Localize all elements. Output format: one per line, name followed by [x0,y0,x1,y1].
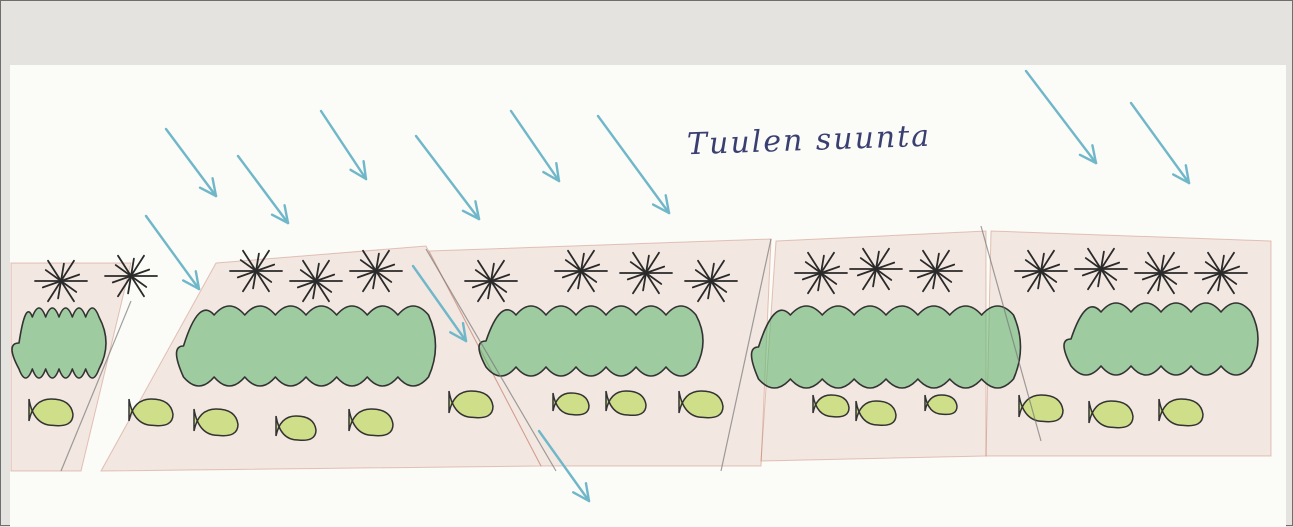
wind-arrow-icon [598,116,669,213]
wind-arrow-icon [238,156,288,223]
wind-arrow-icon [1131,103,1189,183]
wind-arrow-icon [321,111,366,179]
shrub-icon [752,306,1021,388]
shrub-icon [177,306,436,386]
wind-arrow-icon [1026,71,1096,163]
shrub-icon [1064,303,1258,375]
wind-arrow-icon [416,136,479,219]
paper-sheet [10,65,1286,527]
wind-arrow-icon [166,129,216,196]
wind-arrow-icon [146,216,199,289]
shrub-icon [479,306,703,376]
wind-arrow-icon [511,111,559,181]
windbreak-sketch [10,65,1286,527]
shrub-icon [12,308,106,378]
